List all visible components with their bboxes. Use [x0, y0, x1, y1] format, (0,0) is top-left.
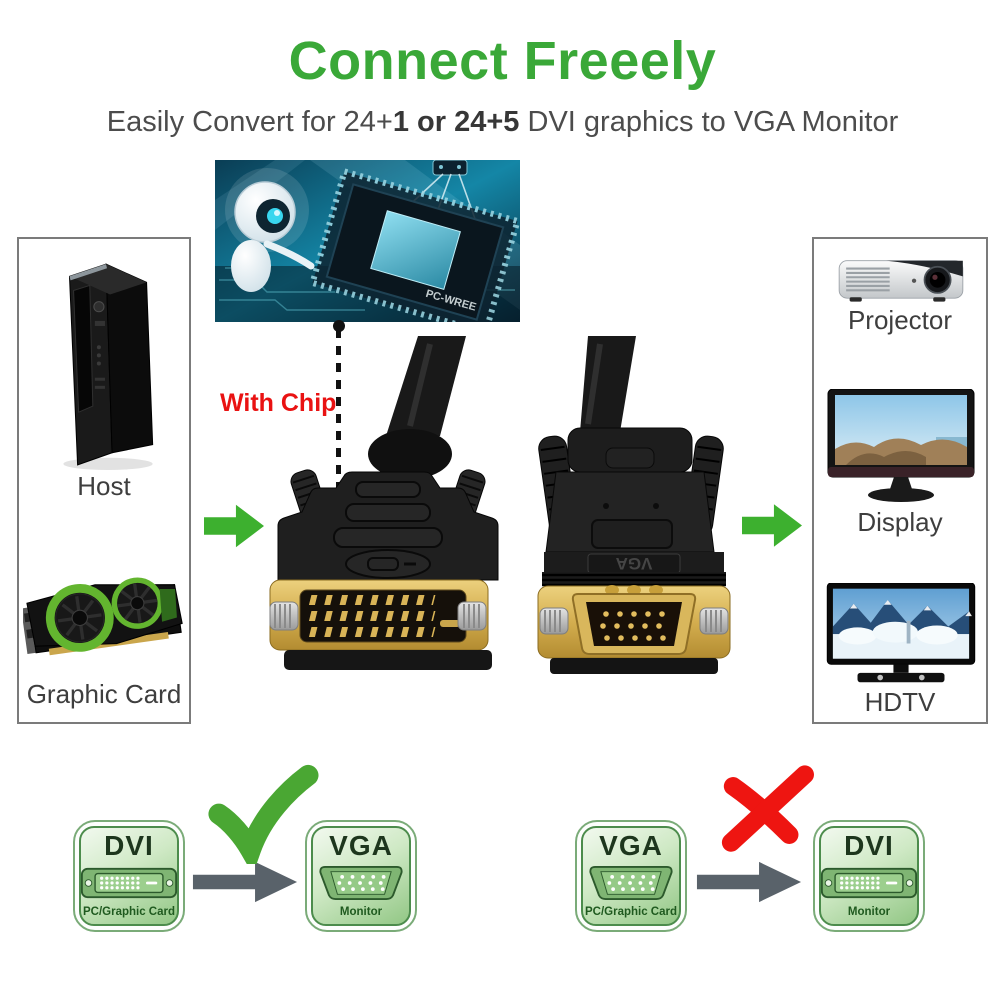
vga-screw-left — [539, 607, 569, 635]
gray-right-arrow-icon — [192, 861, 298, 903]
vga-screw-right — [699, 607, 729, 635]
badge-subtitle: Monitor — [339, 906, 383, 918]
chip-callout-dot-top — [333, 320, 345, 332]
page-subtitle: Easily Convert for 24+1 or 24+5 DVI grap… — [0, 106, 1005, 139]
projector-label: Projector — [847, 305, 953, 335]
dvi-blade-pin — [440, 620, 460, 627]
target-devices-box: Projector Display — [812, 237, 988, 724]
display-label: Display — [857, 507, 943, 537]
badge-dvi-source: DVI PC/Graphic Card — [73, 820, 185, 932]
robot-figure — [225, 168, 315, 292]
host-pc-image — [63, 263, 154, 470]
hdtv-image — [826, 583, 976, 683]
badge-title: DVI — [104, 830, 154, 861]
with-chip-label: With Chip — [220, 389, 337, 417]
badge-vga-source: VGA PC/Graphic Card — [575, 820, 687, 932]
badge-dvi-target: DVI Monitor — [813, 820, 925, 932]
dvi-body — [277, 471, 499, 581]
vga-connector-icon — [589, 866, 673, 900]
vga-pins — [600, 611, 666, 641]
badge-subtitle: PC/Graphic Card — [82, 906, 176, 918]
dvi-cable — [386, 336, 466, 436]
badge-title: DVI — [844, 830, 894, 861]
vga-connector-icon — [319, 866, 403, 900]
page-title: Connect Freeely — [288, 31, 717, 91]
graphic-card-image — [23, 577, 183, 656]
hdtv-label: HDTV — [864, 687, 936, 717]
red-cross-icon — [721, 765, 814, 852]
gray-right-arrow-icon — [696, 861, 802, 903]
chip-photo: PC-WREE — [215, 160, 520, 322]
dvi-connector-icon — [80, 867, 178, 899]
source-devices-box: Host — [17, 237, 191, 724]
chip-package: PC-WREE — [308, 167, 520, 322]
green-right-arrow-icon — [204, 504, 264, 548]
host-label: Host — [77, 471, 131, 501]
chip-crane — [390, 160, 480, 241]
dvi-connector-image — [269, 336, 499, 670]
vga-cable — [580, 336, 636, 432]
badge-title: VGA — [329, 830, 393, 861]
graphic-card-label: Graphic Card — [26, 679, 182, 709]
subtitle-bold: 1 or 24+5 — [392, 106, 520, 138]
subtitle-suffix: DVI graphics to VGA Monitor — [519, 106, 899, 138]
dvi-screw-left — [269, 601, 299, 631]
vga-connector-image: VGA — [537, 336, 731, 674]
badge-subtitle: Monitor — [847, 906, 891, 918]
subtitle-prefix: Easily Convert for 24+ — [106, 106, 393, 138]
badge-vga-target: VGA Monitor — [305, 820, 417, 932]
dvi-pins — [308, 595, 436, 637]
badge-subtitle: PC/Graphic Card — [584, 906, 678, 918]
chip-callout-line — [336, 329, 341, 491]
green-right-arrow-icon — [742, 504, 802, 547]
green-checkmark-icon — [208, 764, 319, 864]
vga-molded-marking: VGA — [616, 554, 653, 573]
dvi-connector-icon — [820, 867, 918, 899]
display-image — [827, 389, 975, 502]
badge-title: VGA — [599, 830, 663, 861]
projector-image — [838, 260, 964, 302]
dvi-screw-right — [457, 601, 487, 631]
